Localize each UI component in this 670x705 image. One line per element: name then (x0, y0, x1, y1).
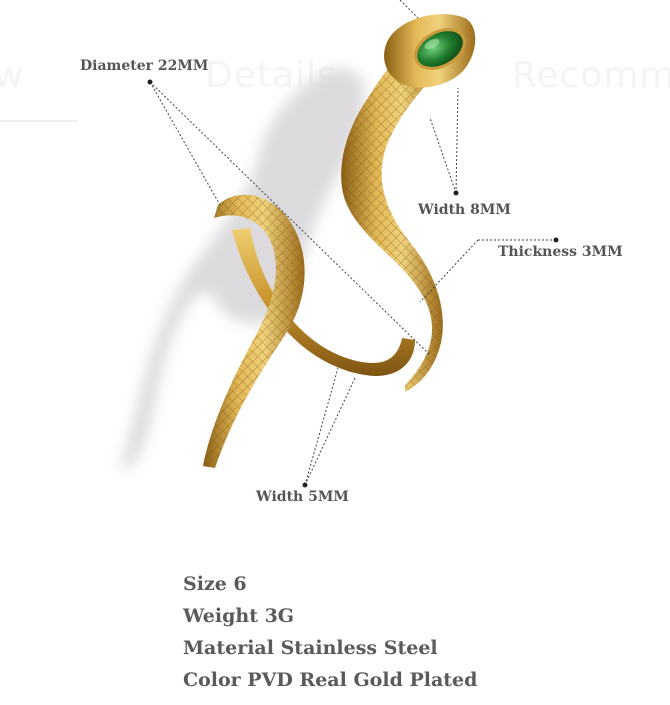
head-width-label: Width 8MM (418, 202, 511, 218)
thickness-label: Thickness 3MM (498, 244, 623, 260)
dimension-dots (147, 79, 559, 488)
dimension-leader-lines (149, 0, 556, 486)
emerald-gem (414, 28, 466, 70)
ring-band (232, 228, 415, 376)
spec-material: Material Stainless Steel (183, 637, 438, 659)
diameter-label: Diameter 22MM (80, 58, 209, 74)
spec-color: Color PVD Real Gold Plated (183, 669, 478, 691)
ghost-tab-underline (0, 120, 78, 122)
ghost-tab-overview: w (0, 55, 25, 96)
band-width-label: Width 5MM (256, 489, 349, 505)
spec-weight: Weight 3G (183, 605, 295, 627)
spec-list: Size 6 Weight 3G Material Stainless Stee… (183, 568, 477, 696)
ring-shadow (120, 68, 365, 471)
ghost-tab-recommend: Recomm (512, 55, 670, 96)
spec-size: Size 6 (183, 573, 247, 595)
